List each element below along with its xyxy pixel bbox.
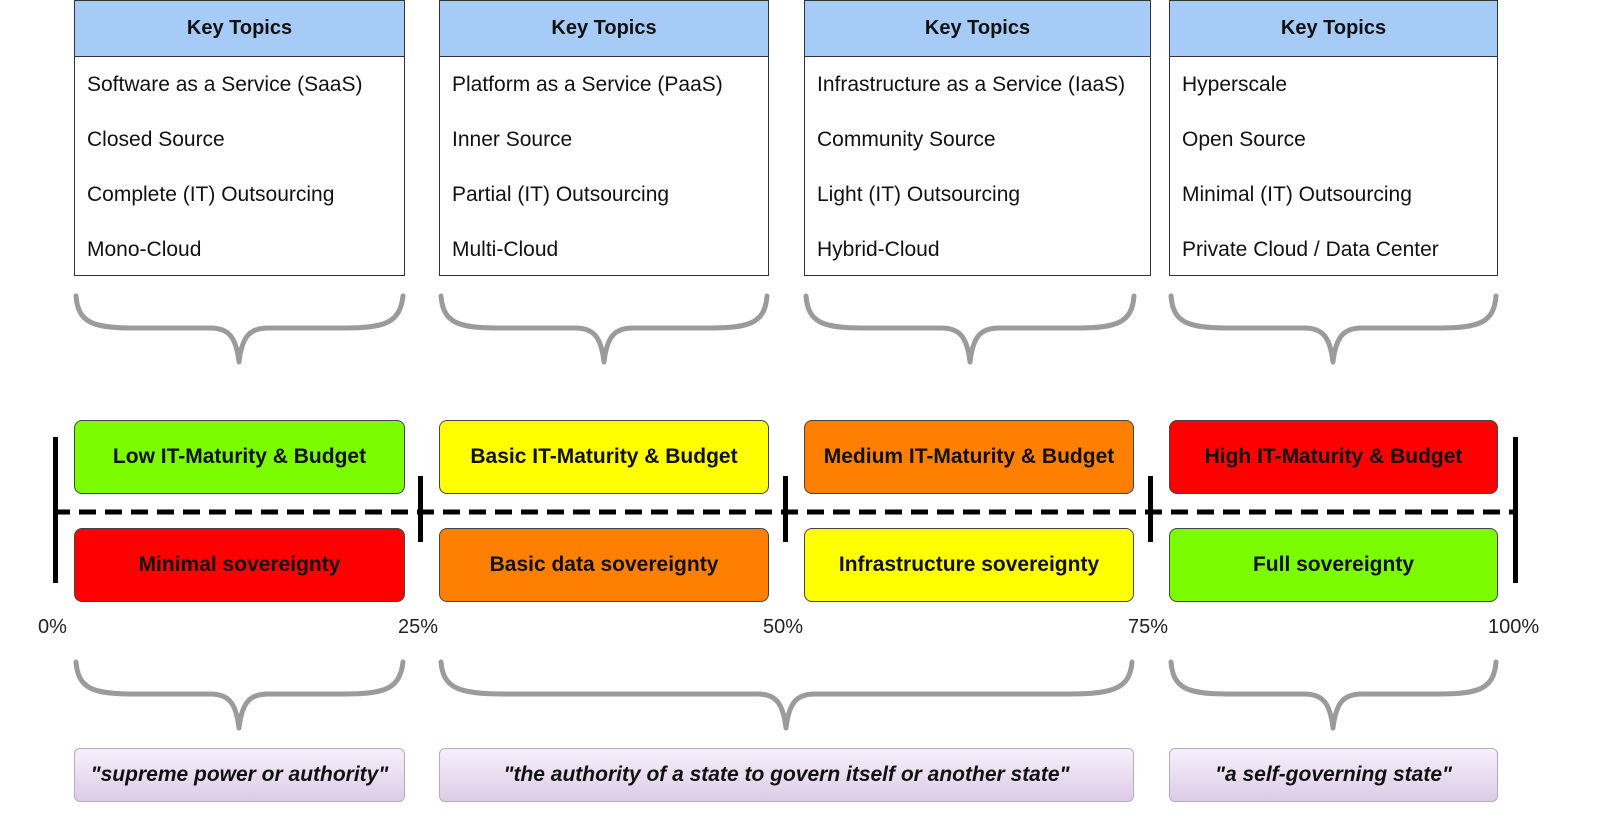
list-item: Private Cloud / Data Center (1182, 237, 1439, 261)
maturity-label: Medium IT-Maturity & Budget (823, 445, 1115, 468)
table-header: Key Topics (440, 1, 768, 57)
key-topics-table-1: Key Topics Software as a Service (SaaS) … (74, 0, 405, 276)
definition-box-2: "the authority of a state to govern itse… (439, 748, 1134, 802)
list-item: Closed Source (87, 127, 225, 151)
sovereignty-box-full: Full sovereignty (1169, 528, 1498, 602)
sovereignty-label: Infrastructure sovereignty (838, 553, 1100, 576)
definition-text: "supreme power or authority" (90, 763, 389, 786)
brace-definition-2 (438, 659, 1135, 731)
definition-box-1: "supreme power or authority" (74, 748, 405, 802)
list-item: Open Source (1182, 127, 1306, 151)
table-header: Key Topics (1170, 1, 1497, 57)
sovereignty-box-minimal: Minimal sovereignty (74, 528, 405, 602)
table-header: Key Topics (805, 1, 1150, 57)
maturity-box-medium: Medium IT-Maturity & Budget (804, 420, 1134, 494)
brace-definition-1 (73, 659, 406, 731)
brace-definition-3 (1168, 659, 1499, 731)
list-item: Light (IT) Outsourcing (817, 182, 1021, 206)
maturity-box-basic: Basic IT-Maturity & Budget (439, 420, 769, 494)
axis-tick-75 (1148, 476, 1153, 542)
key-topics-table-3: Key Topics Infrastructure as a Service (… (804, 0, 1151, 276)
maturity-box-high: High IT-Maturity & Budget (1169, 420, 1498, 494)
table-header: Key Topics (75, 1, 404, 57)
list-item: Platform as a Service (PaaS) (452, 72, 723, 96)
definition-text: "a self-governing state" (1215, 763, 1452, 786)
axis-dashed-line (53, 509, 1518, 515)
axis-tick-25 (418, 476, 423, 542)
list-item: Minimal (IT) Outsourcing (1182, 182, 1412, 206)
key-topics-table-2: Key Topics Platform as a Service (PaaS) … (439, 0, 769, 276)
definition-text: "the authority of a state to govern itse… (503, 763, 1070, 786)
list-item: Software as a Service (SaaS) (87, 72, 363, 96)
maturity-box-low: Low IT-Maturity & Budget (74, 420, 405, 494)
list-item: Hybrid-Cloud (817, 237, 940, 261)
brace-topics-2 (438, 293, 770, 365)
list-item: Inner Source (452, 127, 573, 151)
brace-topics-4 (1168, 293, 1499, 365)
scale-label-100: 100% (1488, 616, 1540, 638)
list-item: Partial (IT) Outsourcing (452, 182, 670, 206)
list-item: Community Source (817, 127, 996, 151)
list-item: Multi-Cloud (452, 237, 559, 261)
scale-label-0: 0% (38, 616, 67, 638)
maturity-label: Low IT-Maturity & Budget (112, 445, 367, 468)
sovereignty-box-infrastructure: Infrastructure sovereignty (804, 528, 1134, 602)
maturity-label: Basic IT-Maturity & Budget (470, 445, 738, 468)
sovereignty-label: Basic data sovereignty (489, 553, 719, 576)
list-item: Complete (IT) Outsourcing (87, 182, 335, 206)
sovereignty-box-basic: Basic data sovereignty (439, 528, 769, 602)
scale-label-25: 25% (398, 616, 439, 638)
list-item: Mono-Cloud (87, 237, 202, 261)
sovereignty-label: Full sovereignty (1252, 553, 1415, 576)
scale-label-75: 75% (1128, 616, 1169, 638)
maturity-label: High IT-Maturity & Budget (1204, 445, 1463, 468)
list-item: Infrastructure as a Service (IaaS) (817, 72, 1126, 96)
brace-topics-1 (73, 293, 406, 365)
axis-tick-50 (783, 476, 788, 542)
definition-box-3: "a self-governing state" (1169, 748, 1498, 802)
sovereignty-label: Minimal sovereignty (138, 553, 341, 576)
brace-topics-3 (803, 293, 1137, 365)
key-topics-table-4: Key Topics Hyperscale Open Source Minima… (1169, 0, 1498, 276)
scale-label-50: 50% (763, 616, 804, 638)
list-item: Hyperscale (1182, 72, 1288, 96)
